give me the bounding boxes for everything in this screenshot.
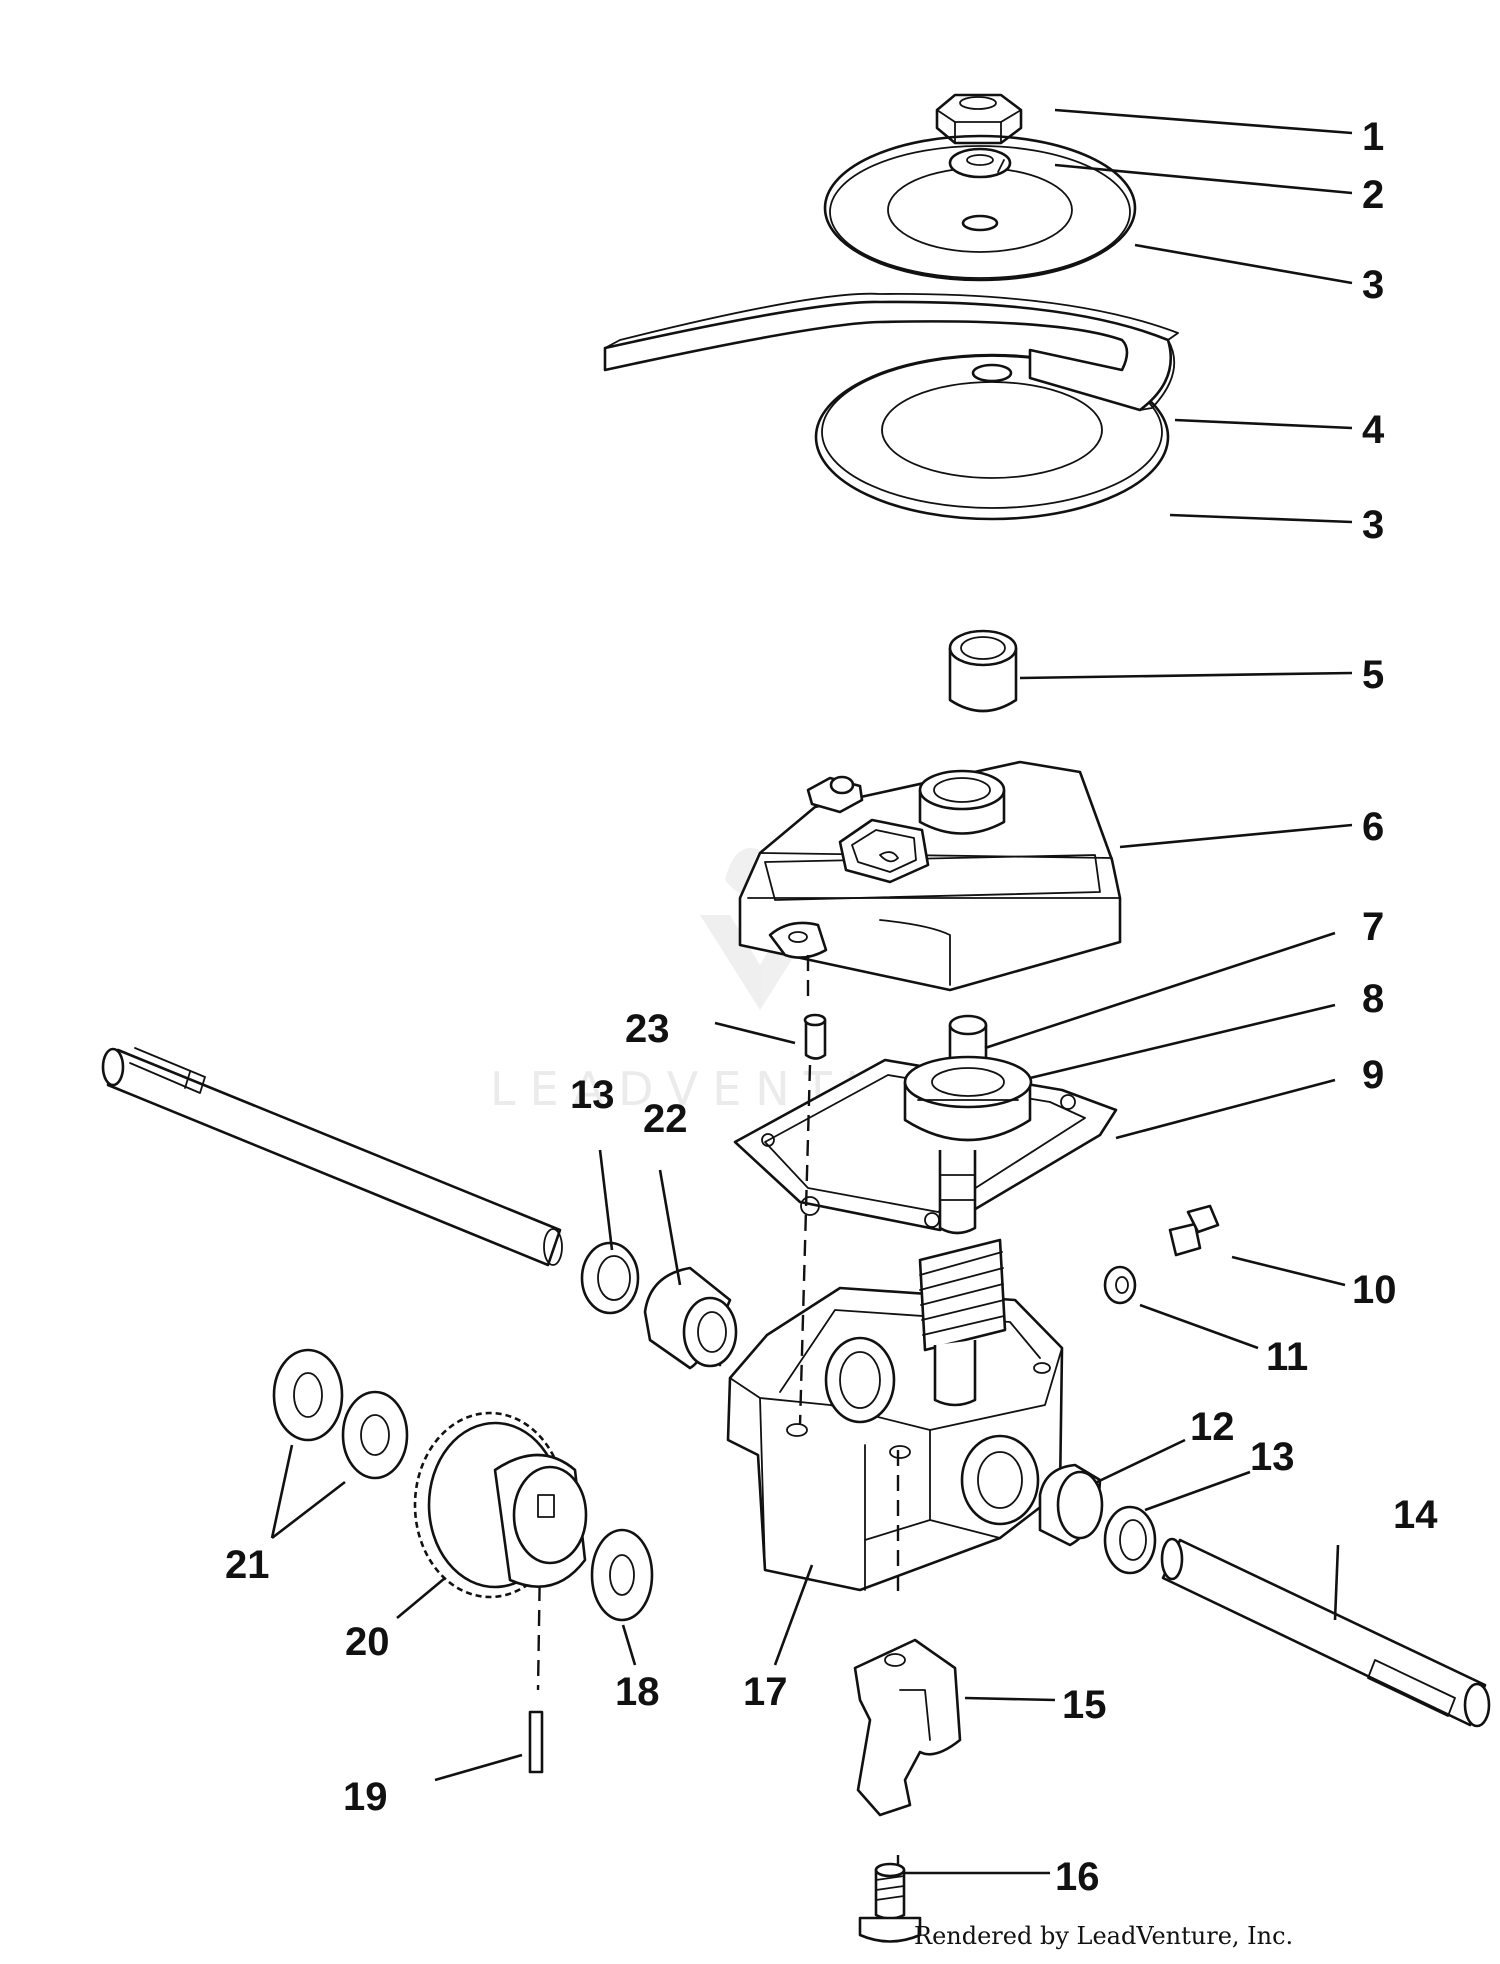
part-22-bushing — [643, 1266, 738, 1370]
worm-gear-coil — [918, 1238, 1007, 1407]
callout-8: 8 — [1362, 977, 1384, 1021]
left-output-shaft — [101, 1047, 563, 1267]
part-12-bushing — [1038, 1463, 1104, 1547]
callout-1: 1 — [1362, 115, 1384, 159]
callout-22: 22 — [643, 1097, 688, 1141]
leader-lines — [270, 108, 1353, 1875]
callout-4: 4 — [1362, 408, 1385, 452]
part-15-shift-fork — [853, 1638, 962, 1817]
part-23-dowel-pin — [803, 1013, 827, 1060]
callout-2: 2 — [1362, 173, 1384, 217]
part-5-bushing — [948, 629, 1018, 713]
part-21-washers — [272, 1348, 409, 1480]
callouts: 1 2 3 4 3 5 6 7 8 9 10 11 12 13 13 14 15… — [225, 115, 1438, 1899]
part-3-upper-disc — [823, 134, 1137, 282]
footer-credit: Rendered by LeadVenture, Inc. — [914, 1922, 1294, 1950]
part-13-left-seal — [580, 1241, 640, 1315]
part-17-gearbox-housing — [726, 1286, 1064, 1592]
part-10-screw — [1168, 1204, 1220, 1257]
part-1-hex-nut — [935, 93, 1023, 145]
part-4-spiral-spring — [603, 292, 1179, 412]
callout-13-right: 13 — [1250, 1435, 1295, 1479]
callout-11: 11 — [1266, 1335, 1308, 1379]
callout-13-left: 13 — [570, 1073, 615, 1117]
callout-19: 19 — [343, 1775, 388, 1819]
callout-14: 14 — [1393, 1493, 1438, 1537]
part-20-gear — [413, 1411, 588, 1599]
callout-3-upper: 3 — [1362, 263, 1384, 307]
callout-17: 17 — [743, 1670, 788, 1714]
callout-12: 12 — [1190, 1405, 1235, 1449]
part-18-washer — [590, 1528, 654, 1622]
callout-3-lower: 3 — [1362, 503, 1384, 547]
callout-9: 9 — [1362, 1053, 1384, 1097]
part-14-right-shaft — [1160, 1537, 1491, 1728]
alignment-lines — [536, 955, 900, 1870]
callout-18: 18 — [615, 1670, 660, 1714]
part-19-pin — [528, 1710, 544, 1774]
part-13-right-seal — [1103, 1505, 1157, 1575]
callout-16: 16 — [1055, 1855, 1100, 1899]
callout-5: 5 — [1362, 653, 1384, 697]
callout-7: 7 — [1362, 905, 1384, 949]
callout-20: 20 — [345, 1620, 390, 1664]
part-8-bearing — [903, 1055, 1033, 1142]
callout-15: 15 — [1062, 1683, 1107, 1727]
callout-21: 21 — [225, 1543, 270, 1587]
part-7-worm-shaft — [938, 1014, 988, 1235]
part-16-bolt — [858, 1862, 922, 1943]
callout-6: 6 — [1362, 805, 1384, 849]
callout-23: 23 — [625, 1007, 670, 1051]
part-11-washer — [1103, 1265, 1137, 1305]
callout-10: 10 — [1352, 1268, 1397, 1312]
part-2-lock-washer — [948, 147, 1012, 179]
part-3-lower-disc — [814, 353, 1170, 521]
part-6-gearbox-cover — [738, 760, 1122, 992]
